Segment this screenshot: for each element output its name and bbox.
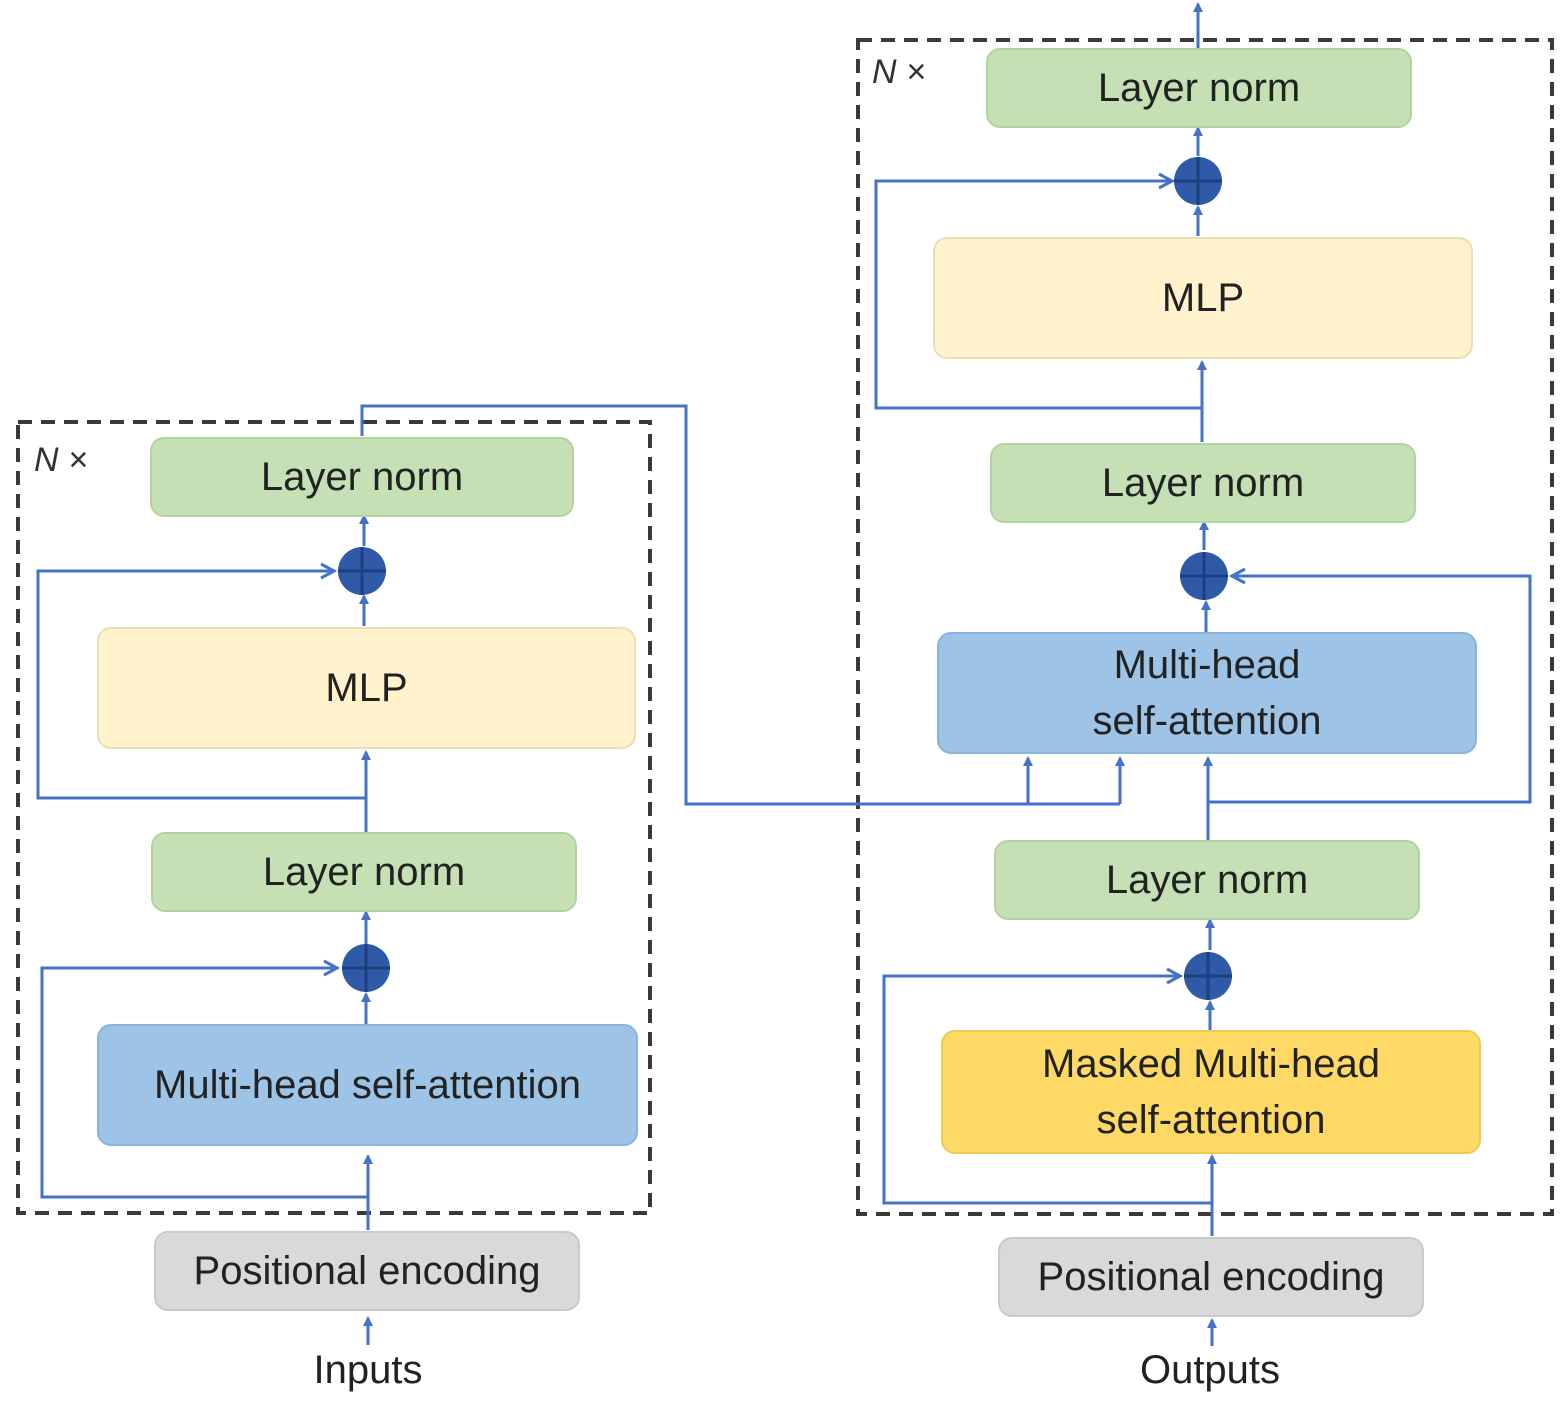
encoder-residual-2: [36, 571, 366, 800]
decoder-masked-attention-label-line1: Masked Multi-head: [1042, 1042, 1380, 1086]
decoder-repeat-label: N ×: [872, 53, 926, 91]
encoder-layer-norm-bottom: Layer norm: [151, 832, 577, 912]
encoder-add-node-2: [338, 547, 386, 595]
decoder-layer-norm-bottom: Layer norm: [994, 840, 1420, 920]
encoder-repeat-frame: [16, 420, 652, 1215]
encoder-multi-head-attention: Multi-head self-attention: [97, 1024, 638, 1146]
decoder-layer-norm-top: Layer norm: [986, 48, 1412, 128]
encoder-attention-label: Multi-head self-attention: [154, 1063, 581, 1107]
decoder-layer-norm-middle: Layer norm: [990, 443, 1416, 523]
decoder-mlp-label: MLP: [1161, 276, 1245, 320]
encoder-layer-norm-bottom-label: Layer norm: [262, 850, 466, 894]
decoder-mlp: MLP: [933, 237, 1473, 359]
decoder-repeat-frame: [856, 38, 1554, 1216]
encoder-layer-norm-top-label: Layer norm: [260, 455, 464, 499]
decoder-attention-label-line1: Multi-head: [1113, 643, 1301, 687]
decoder-add-node-2: [1180, 552, 1228, 600]
decoder-layer-norm-bottom-label: Layer norm: [1105, 858, 1309, 902]
decoder-masked-multi-head-attention: Masked Multi-head self-attention: [941, 1030, 1481, 1154]
encoder-add-node-1: [342, 944, 390, 992]
encoder-mlp-label: MLP: [325, 666, 408, 710]
decoder-positional-encoding-label: Positional encoding: [1037, 1255, 1385, 1299]
decoder-residual-3: [874, 181, 1202, 410]
encoder-residual-1: [40, 968, 368, 1199]
decoder-masked-attention-label-line2: self-attention: [1096, 1098, 1326, 1142]
decoder-add-node-1: [1184, 952, 1232, 1000]
decoder-positional-encoding: Positional encoding: [998, 1237, 1424, 1317]
encoder-layer-norm-top: Layer norm: [150, 437, 574, 517]
decoder-residual-2: [1208, 576, 1532, 804]
encoder-positional-encoding: Positional encoding: [154, 1231, 580, 1311]
decoder-residual-1: [882, 976, 1212, 1205]
decoder-layer-norm-middle-label: Layer norm: [1101, 461, 1305, 505]
inputs-label: Inputs: [313, 1348, 423, 1392]
decoder-attention-label-line2: self-attention: [1092, 699, 1322, 743]
encoder-positional-encoding-label: Positional encoding: [193, 1249, 541, 1293]
encoder-repeat-label: N ×: [34, 441, 88, 479]
outputs-label: Outputs: [1139, 1348, 1281, 1392]
decoder-layer-norm-top-label: Layer norm: [1097, 66, 1301, 110]
add-nodes: [338, 157, 1232, 1000]
encoder-mlp: MLP: [97, 627, 636, 749]
decoder-add-node-3: [1174, 157, 1222, 205]
encoder-to-decoder-connector: [360, 404, 1120, 806]
decoder-multi-head-attention: Multi-head self-attention: [937, 632, 1477, 754]
